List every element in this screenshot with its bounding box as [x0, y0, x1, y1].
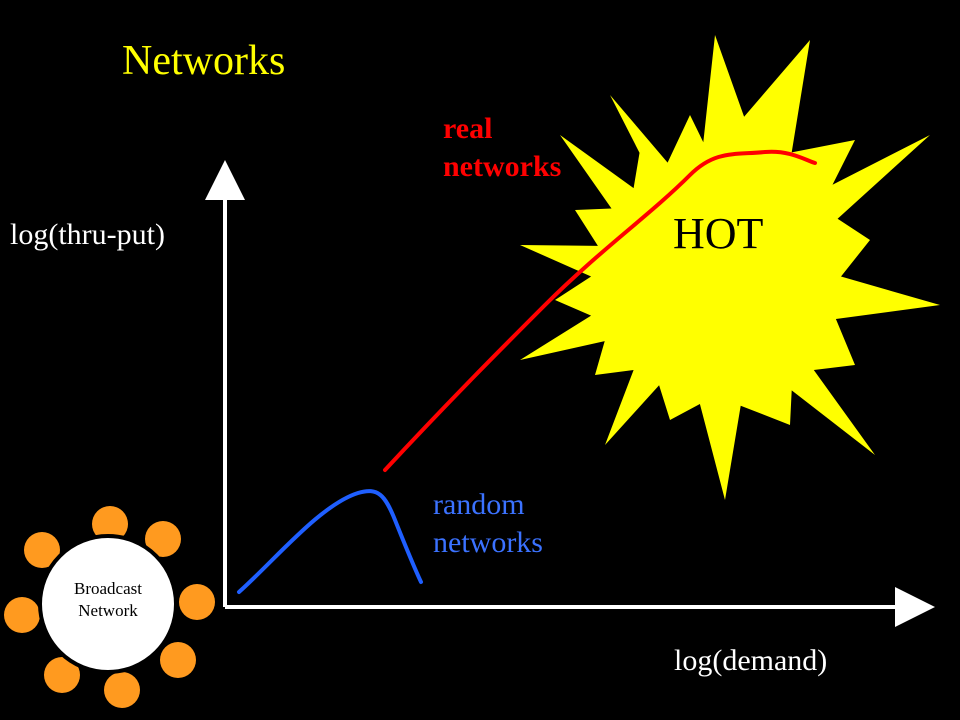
- broadcast-network-graphic: [4, 506, 215, 708]
- x-axis-label: log(demand): [674, 644, 828, 677]
- broadcast-node: [24, 532, 60, 568]
- y-axis-label: log(thru-put): [10, 218, 165, 251]
- random-networks-label-line2: networks: [433, 526, 543, 560]
- broadcast-node: [179, 584, 215, 620]
- broadcast-node: [145, 521, 181, 557]
- broadcast-node: [104, 672, 140, 708]
- random-networks-label-line1: random: [433, 488, 525, 521]
- broadcast-node: [160, 642, 196, 678]
- real-networks-curve: [383, 149, 817, 472]
- broadcast-node: [4, 597, 40, 633]
- random-networks-label: random networks: [433, 486, 543, 563]
- broadcast-node: [44, 657, 80, 693]
- real-networks-label-line2: networks: [443, 149, 562, 183]
- real-networks-label: real networks: [443, 110, 561, 185]
- broadcast-label-line1: Broadcast: [74, 579, 142, 598]
- broadcast-network-label: Broadcast Network: [48, 578, 168, 622]
- hot-starburst: [520, 35, 940, 500]
- broadcast-label-line2: Network: [78, 601, 138, 621]
- slide-title: Networks: [122, 38, 286, 84]
- broadcast-hub: [38, 534, 178, 674]
- real-networks-label-line1: real: [443, 112, 493, 145]
- hot-label: HOT: [673, 209, 764, 258]
- random-networks-curve: [237, 489, 423, 594]
- broadcast-node: [92, 506, 128, 542]
